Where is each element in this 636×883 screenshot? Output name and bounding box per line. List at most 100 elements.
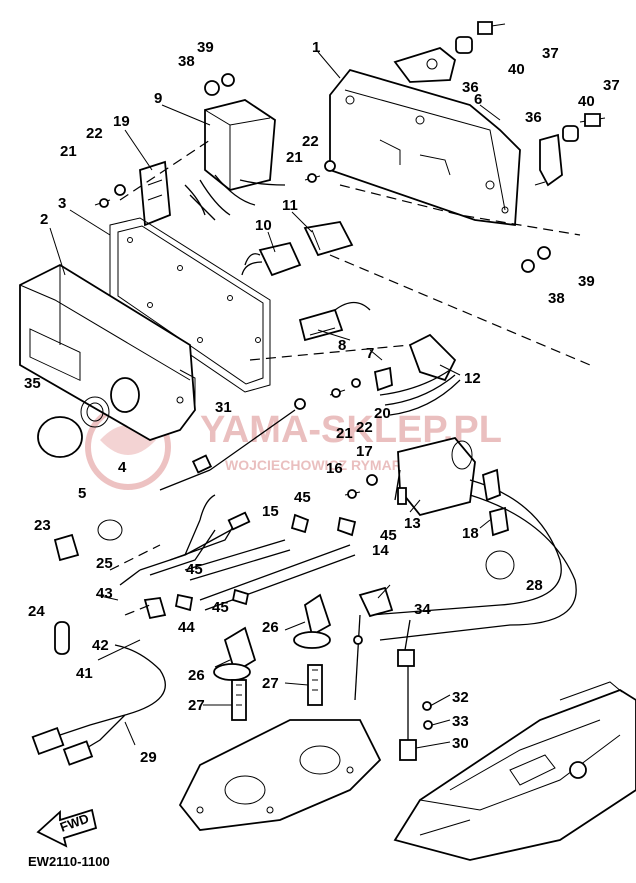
terminal-bracket-part bbox=[379, 333, 461, 416]
callout-45-lower: 45 bbox=[212, 599, 229, 616]
clip-28 bbox=[485, 550, 515, 580]
callout-28: 28 bbox=[526, 577, 543, 594]
callout-22-middle: 22 bbox=[302, 133, 319, 150]
callout-45-right: 45 bbox=[380, 527, 397, 544]
callout-22-left: 22 bbox=[86, 125, 103, 142]
callout-24: 24 bbox=[28, 603, 45, 620]
watercraft-illustration bbox=[393, 681, 636, 861]
callout-21-lower: 21 bbox=[336, 425, 353, 442]
plug-wire-29 bbox=[31, 644, 166, 766]
callout-2: 2 bbox=[40, 211, 48, 228]
callout-19: 19 bbox=[113, 113, 130, 130]
callout-12: 12 bbox=[464, 370, 481, 387]
callout-21-middle: 21 bbox=[286, 149, 303, 166]
callout-4: 4 bbox=[118, 459, 127, 476]
callout-22-lower: 22 bbox=[356, 419, 373, 436]
callout-34: 34 bbox=[414, 601, 431, 618]
callout-17: 17 bbox=[356, 443, 373, 460]
wire-harness bbox=[119, 494, 251, 586]
clamp-20-part bbox=[329, 366, 393, 398]
dashed-leader-lines bbox=[109, 139, 591, 616]
spark-plug-left bbox=[231, 679, 247, 721]
nuts-washers-top bbox=[204, 73, 235, 96]
callout-1: 1 bbox=[312, 39, 320, 56]
diagram-code: EW2110-1100 bbox=[28, 854, 110, 869]
right-mount-bracket bbox=[534, 113, 606, 187]
callout-37-top: 37 bbox=[542, 45, 559, 62]
callout-labels: 1 2 3 4 5 6 7 8 9 10 11 12 13 14 15 16 1… bbox=[24, 39, 620, 766]
callout-35: 35 bbox=[24, 375, 41, 392]
callout-37-right: 37 bbox=[603, 77, 620, 94]
callout-36-top: 36 bbox=[462, 79, 479, 96]
callout-11: 11 bbox=[282, 197, 298, 214]
clip-25 bbox=[97, 519, 123, 541]
callout-39-right: 39 bbox=[578, 273, 595, 290]
callout-29: 29 bbox=[140, 749, 157, 766]
callout-9: 9 bbox=[154, 90, 162, 107]
callout-45-left: 45 bbox=[186, 561, 203, 578]
callout-18: 18 bbox=[462, 525, 479, 542]
clamp-44 bbox=[143, 597, 167, 620]
callout-30: 30 bbox=[452, 735, 469, 752]
callout-45-top: 45 bbox=[294, 489, 311, 506]
callout-43: 43 bbox=[96, 585, 113, 602]
callout-3: 3 bbox=[58, 195, 66, 212]
holder-24 bbox=[54, 621, 70, 655]
bolts-16-17 bbox=[344, 474, 378, 499]
callout-8: 8 bbox=[338, 337, 346, 354]
callout-16: 16 bbox=[326, 460, 343, 477]
tube-15 bbox=[184, 539, 291, 581]
cap-part bbox=[37, 377, 140, 458]
callout-26-middle: 26 bbox=[262, 619, 279, 636]
callout-21-left: 21 bbox=[60, 143, 77, 160]
starter-relay-part bbox=[303, 221, 354, 257]
callout-6: 6 bbox=[474, 91, 482, 108]
callout-33: 33 bbox=[452, 713, 469, 730]
spark-plug-middle bbox=[307, 664, 323, 706]
nuts-washers-right bbox=[521, 246, 551, 273]
upper-mount-bracket bbox=[393, 21, 506, 83]
callout-14: 14 bbox=[372, 542, 389, 559]
cylinder-head-part bbox=[178, 719, 382, 831]
fuse-holder-part bbox=[298, 301, 371, 342]
callout-10: 10 bbox=[255, 217, 272, 234]
rectifier-part bbox=[241, 241, 302, 277]
callout-38-right: 38 bbox=[548, 290, 565, 307]
callout-40-right: 40 bbox=[578, 93, 595, 110]
clamps-45 bbox=[174, 513, 357, 612]
callout-32: 32 bbox=[452, 689, 469, 706]
callout-23: 23 bbox=[34, 517, 51, 534]
callout-31: 31 bbox=[215, 399, 232, 416]
callout-leaders bbox=[49, 51, 501, 749]
callout-20: 20 bbox=[374, 405, 391, 422]
callout-27-middle: 27 bbox=[262, 675, 279, 692]
plug-cap-left bbox=[213, 626, 257, 681]
callout-7: 7 bbox=[366, 345, 374, 362]
electrical-box-cover-part bbox=[19, 263, 196, 441]
clips-18 bbox=[481, 468, 509, 537]
callout-44: 44 bbox=[178, 619, 195, 636]
temperature-sensor-part bbox=[397, 619, 433, 761]
callout-41: 41 bbox=[76, 665, 93, 682]
callout-26-left: 26 bbox=[188, 667, 205, 684]
callout-36-right: 36 bbox=[525, 109, 542, 126]
holder-23 bbox=[53, 533, 80, 562]
bracket-34 bbox=[353, 586, 394, 701]
callout-5: 5 bbox=[78, 485, 86, 502]
high-tension-coil-part bbox=[369, 436, 577, 641]
callout-13: 13 bbox=[404, 515, 421, 532]
callout-25: 25 bbox=[96, 555, 113, 572]
ignition-coil-part bbox=[184, 99, 286, 221]
coil-bracket-part bbox=[139, 160, 171, 227]
plug-cap-middle bbox=[293, 593, 332, 649]
forward-direction-arrow: FWD bbox=[36, 808, 98, 848]
callout-39-top: 39 bbox=[197, 39, 214, 56]
tube-14 bbox=[199, 544, 356, 611]
callout-38-top: 38 bbox=[178, 53, 195, 70]
callout-40-top: 40 bbox=[508, 61, 525, 78]
bracket-plate-part bbox=[329, 68, 521, 227]
callout-15: 15 bbox=[262, 503, 279, 520]
screws-left bbox=[94, 160, 336, 208]
callout-27-left: 27 bbox=[188, 697, 205, 714]
